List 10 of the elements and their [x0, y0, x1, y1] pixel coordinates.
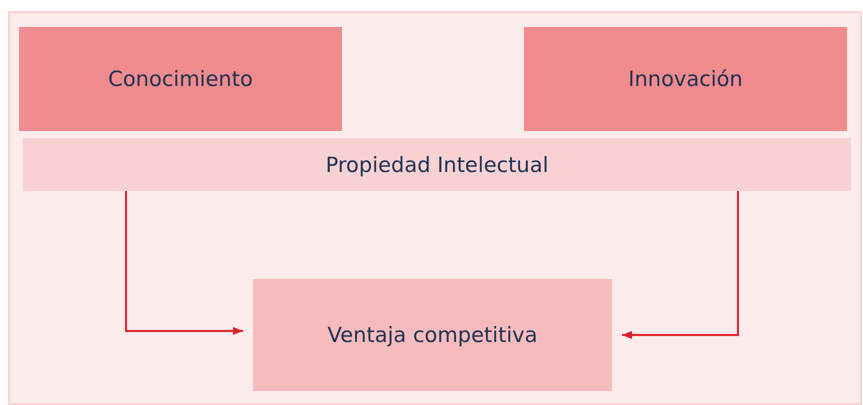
box-label: Innovación — [628, 67, 743, 91]
box-label: Conocimiento — [108, 67, 253, 91]
arrow — [622, 191, 739, 339]
concept-box — [19, 27, 342, 131]
band-box — [23, 138, 851, 191]
concept-box — [524, 27, 847, 131]
box-label: Ventaja competitiva — [328, 323, 538, 347]
arrow — [125, 191, 243, 335]
box-label: Propiedad Intelectual — [326, 152, 548, 176]
result-box — [253, 279, 612, 391]
